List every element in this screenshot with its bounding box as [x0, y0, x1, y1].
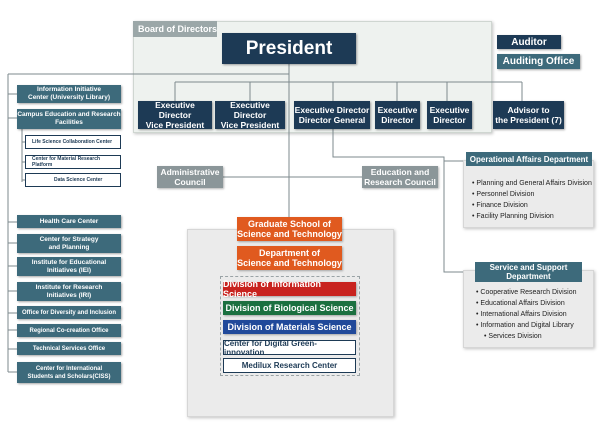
center-for-digital-green-innovation[interactable]: Center for Digital Green-innovation: [223, 339, 356, 357]
council-line1: Education and: [370, 167, 430, 177]
executive-line1: Executive: [429, 105, 470, 115]
director-general-line: [332, 129, 475, 273]
unit-line2: Center (University Library): [28, 94, 110, 101]
divisions-dashed-frame: [220, 276, 360, 376]
unit-line1: Institute for Research: [35, 283, 103, 291]
center-for-strategy-and-planning[interactable]: Center for Strategy and Planning: [17, 234, 121, 253]
division-materials-science[interactable]: Division of Materials Science: [223, 320, 356, 334]
operational-affairs-panel: Planning and General Affairs Division Pe…: [463, 160, 594, 228]
unit-line2: Initiatives (IRI): [46, 291, 92, 299]
life-science-collaboration-center[interactable]: Life Science Collaboration Center: [25, 135, 121, 149]
division-item[interactable]: Planning and General Affairs Division: [472, 178, 591, 189]
council-line2: Council: [174, 177, 206, 187]
council-line1: Administrative: [160, 167, 220, 177]
service-support-panel: Cooperative Research Division Educationa…: [463, 270, 594, 348]
education-research-council[interactable]: Education and Research Council: [362, 166, 438, 188]
operational-division-list: Planning and General Affairs Division Pe…: [472, 178, 592, 222]
division-item[interactable]: International Affairs Division: [476, 309, 577, 320]
executive-line1: Executive Director: [230, 100, 270, 120]
unit-line1: Campus Education and Research: [17, 111, 121, 118]
division-biological-science[interactable]: Division of Biological Science: [223, 301, 356, 315]
department-line1: Department of: [258, 248, 320, 258]
executive-line2: Director General: [298, 115, 366, 125]
division-item[interactable]: Information and Digital Library: [476, 320, 577, 331]
unit-line1: Center for International: [35, 365, 103, 372]
operational-affairs-title[interactable]: Operational Affairs Department: [466, 152, 592, 166]
unit-line1: Institute for Educational: [31, 258, 107, 266]
institute-for-research-initiatives[interactable]: Institute for Research Initiatives (IRI): [17, 282, 121, 301]
division-item[interactable]: Personnel Division: [472, 189, 592, 200]
service-support-title[interactable]: Service and Support Department: [475, 262, 582, 282]
executive-director-general[interactable]: Executive Director Director General: [294, 101, 370, 129]
center-for-international-students-scholars[interactable]: Center for International Students and Sc…: [17, 362, 121, 383]
service-title-line1: Service and Support: [489, 263, 568, 272]
unit-line2: Facilities: [55, 119, 83, 126]
council-line2: Research Council: [364, 177, 436, 187]
division-information-science[interactable]: Division of Information Science: [223, 279, 356, 299]
graduate-school-box[interactable]: Graduate School of Science and Technolog…: [237, 217, 342, 241]
administrative-council[interactable]: Administrative Council: [157, 166, 223, 188]
division-item[interactable]: Cooperative Research Division: [476, 287, 576, 298]
campus-education-research-facilities[interactable]: Campus Education and Research Facilities: [17, 109, 121, 129]
advisor-box[interactable]: Advisor to the President (7): [493, 101, 564, 129]
executive-line2: Vice President: [145, 120, 205, 130]
executive-director-5[interactable]: Executive Director: [427, 101, 472, 129]
executive-line1: Executive Director: [155, 100, 195, 120]
department-box[interactable]: Department of Science and Technology: [237, 246, 342, 270]
division-item[interactable]: Finance Division: [472, 200, 592, 211]
unit-line2: and Planning: [48, 243, 90, 251]
unit-line1: Center for Strategy: [39, 235, 99, 243]
advisor-line2: the President (7): [495, 115, 562, 125]
auditing-office-box[interactable]: Auditing Office: [497, 54, 580, 69]
auditor-box[interactable]: Auditor: [497, 35, 561, 49]
unit-line2: Initiatives (IEI): [46, 266, 92, 274]
advisor-line1: Advisor to: [507, 105, 550, 115]
division-item-continued-text: Services Division: [488, 333, 542, 340]
division-item-continued: Services Division: [476, 331, 577, 342]
regional-co-creation-office[interactable]: Regional Co-creation Office: [17, 324, 121, 337]
executive-line2: Vice President: [220, 120, 280, 130]
executive-director-vp-2[interactable]: Executive Director Vice President: [215, 100, 285, 130]
office-for-diversity-and-inclusion[interactable]: Office for Diversity and Inclusion: [17, 306, 121, 319]
health-care-center[interactable]: Health Care Center: [17, 215, 121, 228]
unit-line2: Students and Scholars(CISS): [27, 373, 111, 380]
institute-for-educational-initiatives[interactable]: Institute for Educational Initiatives (I…: [17, 257, 121, 276]
graduate-line2: Science and Technology: [237, 229, 342, 239]
president-box[interactable]: President: [222, 33, 356, 64]
center-for-material-research-platform[interactable]: Center for Material Research Platform: [25, 155, 121, 169]
service-division-list: Cooperative Research Division Educationa…: [476, 287, 577, 342]
technical-services-office[interactable]: Technical Services Office: [17, 342, 121, 355]
executive-line1: Executive Director: [294, 105, 370, 115]
executive-director-vp-1[interactable]: Executive Director Vice President: [138, 100, 212, 130]
executive-line2: Director: [433, 115, 466, 125]
medilux-research-center[interactable]: Medilux Research Center: [223, 358, 356, 373]
executive-line2: Director: [381, 115, 414, 125]
board-of-directors-label: Board of Directors: [133, 21, 217, 37]
department-line2: Science and Technology: [237, 258, 342, 268]
division-item[interactable]: Educational Affairs Division: [476, 298, 577, 309]
information-initiative-center[interactable]: Information Initiative Center (Universit…: [17, 85, 121, 103]
service-title-line2: Department: [506, 272, 551, 281]
graduate-line1: Graduate School of: [247, 219, 331, 229]
data-science-center[interactable]: Data Science Center: [25, 173, 121, 187]
executive-director-4[interactable]: Executive Director: [375, 101, 420, 129]
unit-line1: Information Initiative: [37, 86, 101, 93]
division-item[interactable]: Facility Planning Division: [472, 211, 592, 222]
executive-line1: Executive: [377, 105, 418, 115]
